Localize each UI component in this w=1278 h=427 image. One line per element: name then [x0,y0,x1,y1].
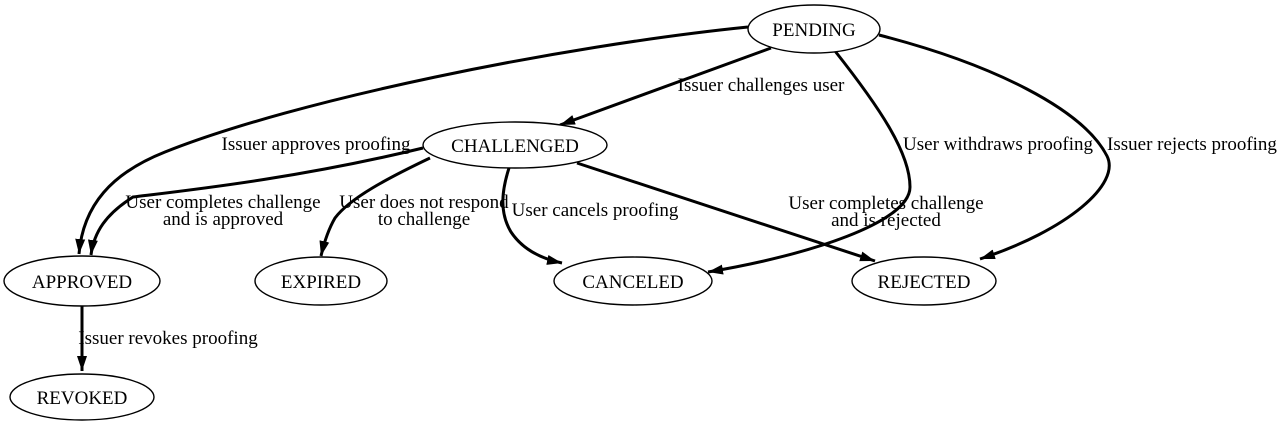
edge-challenged-to-expired [319,156,431,257]
edge-label-challenged-to-canceled: User cancels proofing [512,200,679,221]
state-node-pending [747,4,881,54]
edge-pending-to-challenged [559,46,772,127]
state-node-canceled [553,256,713,306]
edge-label-pending-to-approved: Issuer approves proofing [222,134,411,155]
edge-pending-to-rejected [878,33,1111,261]
state-node-label-expired: EXPIRED [281,272,361,293]
state-node-rejected [851,256,997,306]
edge-label-pending-to-rejected: Issuer rejects proofing [1107,134,1277,155]
state-node-approved [3,255,161,307]
edge-pending-to-approved [75,25,749,255]
edge-challenged-to-rejected [576,161,876,263]
edge-label-challenged-to-rejected: User completes challenge [788,193,983,214]
state-node-label-challenged: CHALLENGED [451,136,579,157]
edge-label-challenged-to-approved: User completes challenge [125,192,320,213]
state-node-label-pending: PENDING [772,20,856,41]
edge-label-pending-to-challenged: Issuer challenges user [678,75,845,96]
edge-challenged-to-approved [87,146,424,256]
edge-pending-to-canceled [707,50,912,275]
edges-layer [75,25,1111,371]
edge-label-pending-to-canceled: User withdraws proofing [903,134,1093,155]
state-node-expired [254,256,388,306]
edge-challenged-to-canceled [501,167,563,265]
edge-label-challenged-to-approved: and is approved [163,209,284,230]
state-node-label-rejected: REJECTED [878,272,971,293]
edge-label-challenged-to-expired: User does not respond [339,192,509,213]
state-node-label-approved: APPROVED [32,272,132,293]
state-node-label-revoked: REVOKED [37,388,128,409]
edge-label-challenged-to-expired: to challenge [378,209,470,230]
state-node-label-canceled: CANCELED [582,272,683,293]
edge-label-challenged-to-rejected: and is rejected [831,210,941,231]
state-node-challenged [422,121,608,169]
edge-label-approved-to-revoked: Issuer revokes proofing [78,328,258,349]
state-node-revoked [9,373,155,421]
nodes-layer: PENDING CHALLENGED APPROVED EXPIRED CANCELED… [3,4,997,421]
